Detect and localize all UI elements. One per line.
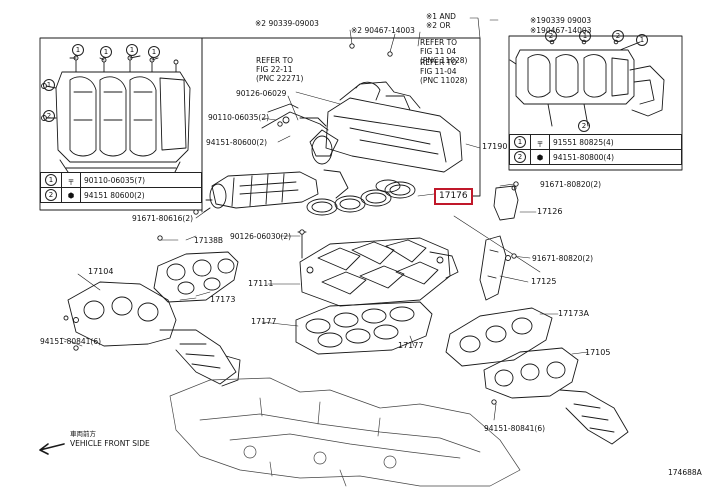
right-bracket-drawing — [479, 235, 511, 301]
part-label-91671-80820-lower: 91671-80820(2) — [532, 254, 594, 263]
highlighted-part-17176[interactable]: 17176 — [434, 188, 473, 205]
part-label-90126-06030: 90126-06030(2) — [230, 232, 292, 241]
gasket-set-upper — [306, 179, 416, 216]
diagram-id: 174688A — [668, 468, 702, 477]
right-exhaust-manifold-drawing — [483, 347, 629, 445]
lower-intake-manifold-drawing — [297, 231, 459, 307]
part-label-17177-left: 17177 — [251, 317, 277, 326]
legend-mark: 1 — [100, 46, 112, 58]
lower-gasket-drawing — [295, 301, 433, 355]
legend-row: 1 ╤ 90110-06035(7) — [40, 172, 202, 188]
part-label-91671-80616: 91671-80616(2) — [132, 214, 194, 223]
part-label-17173: 17173 — [210, 295, 236, 304]
part-label-17138b: 17138B — [194, 236, 224, 245]
part-label-17104: 17104 — [88, 267, 114, 276]
vehicle-front-jp: 車両前方 — [70, 430, 96, 438]
left-intake-manifold-drawing — [41, 55, 191, 179]
bolt-icon: ╤ — [61, 172, 81, 188]
legend-part: 90110-06035(7) — [80, 172, 202, 188]
legend-number: 2 — [514, 151, 526, 163]
front-arrow-icon — [39, 443, 65, 455]
ref-top-left-2: ※2 90467-14003 — [351, 26, 415, 35]
nut-icon: ⬢ — [530, 149, 550, 165]
legend-part: 91551 80825(4) — [549, 134, 682, 150]
part-label-17126: 17126 — [537, 207, 563, 216]
legend-number: 2 — [45, 189, 57, 201]
note-or: ※2 OR — [426, 21, 451, 30]
legend-mark: 1 — [72, 44, 84, 56]
left-exhaust-manifold-drawing — [63, 281, 241, 387]
part-label-90110-06035: 90110-06035(2) — [208, 113, 270, 122]
legend-part: 94151 80600(2) — [80, 187, 202, 203]
nut-icon: ⬢ — [61, 187, 81, 203]
part-label-17105: 17105 — [585, 348, 611, 357]
ref-top-right-2: ※190467-14003 — [530, 26, 592, 35]
part-label-94151-80841-left: 94151-80841(6) — [40, 337, 102, 346]
legend-mark: 2 — [578, 120, 590, 132]
part-label-17111: 17111 — [248, 279, 274, 288]
part-label-17173a: 17173A — [558, 309, 589, 318]
legend-row: 2 ⬢ 94151-80800(4) — [509, 149, 682, 165]
legend-mark: 1 — [126, 44, 138, 56]
legend-mark: 1 — [43, 79, 55, 91]
engine-block-sketch — [169, 377, 521, 487]
vehicle-front-label: VEHICLE FRONT SIDE — [70, 439, 150, 448]
legend-row: 2 ⬢ 94151 80600(2) — [40, 187, 202, 203]
note-and: ※1 AND — [426, 12, 456, 21]
part-label-17190: 17190 — [482, 142, 508, 151]
legend-number: 1 — [514, 136, 526, 148]
ref-top-right-1: ※190339 09003 — [530, 16, 592, 25]
right-exhaust-gasket-drawing — [445, 307, 553, 367]
part-label-94151-80841-right: 94151-80841(6) — [484, 424, 546, 433]
left-exhaust-gasket-drawing — [153, 251, 239, 303]
part-label-91671-80820-upper: 91671-80820(2) — [540, 180, 602, 189]
leader-lines — [61, 17, 589, 421]
right-legend-table: 1 ╤ 91551 80825(4) 2 ⬢ 94151-80800(4) — [509, 134, 682, 165]
left-legend-table: 1 ╤ 90110-06035(7) 2 ⬢ 94151 80600(2) — [40, 172, 202, 203]
part-label-17177-right: 17177 — [398, 341, 424, 350]
center-box-frame — [201, 37, 481, 213]
throttle-body-drawing — [203, 171, 319, 213]
part-label-90126-06029: 90126-06029 — [236, 89, 287, 98]
legend-mark: 1 — [636, 34, 648, 46]
ref-top-left-1: ※2 90339-09003 — [255, 19, 319, 28]
bolt-markers — [73, 43, 519, 405]
legend-row: 1 ╤ 91551 80825(4) — [509, 134, 682, 150]
bolt-icon: ╤ — [530, 134, 550, 150]
legend-mark: 1 — [579, 30, 591, 42]
part-label-17125: 17125 — [531, 277, 557, 286]
part-label-94151-80600: 94151-80600(2) — [206, 138, 268, 147]
legend-mark: 2 — [545, 30, 557, 42]
legend-mark: 2 — [612, 30, 624, 42]
right-bracket-upper-drawing — [493, 185, 519, 221]
legend-mark: 1 — [148, 46, 160, 58]
legend-part: 94151-80800(4) — [549, 149, 682, 165]
legend-mark: 2 — [43, 110, 55, 122]
intake-plenum-drawing — [261, 81, 463, 199]
legend-number: 1 — [45, 174, 57, 186]
